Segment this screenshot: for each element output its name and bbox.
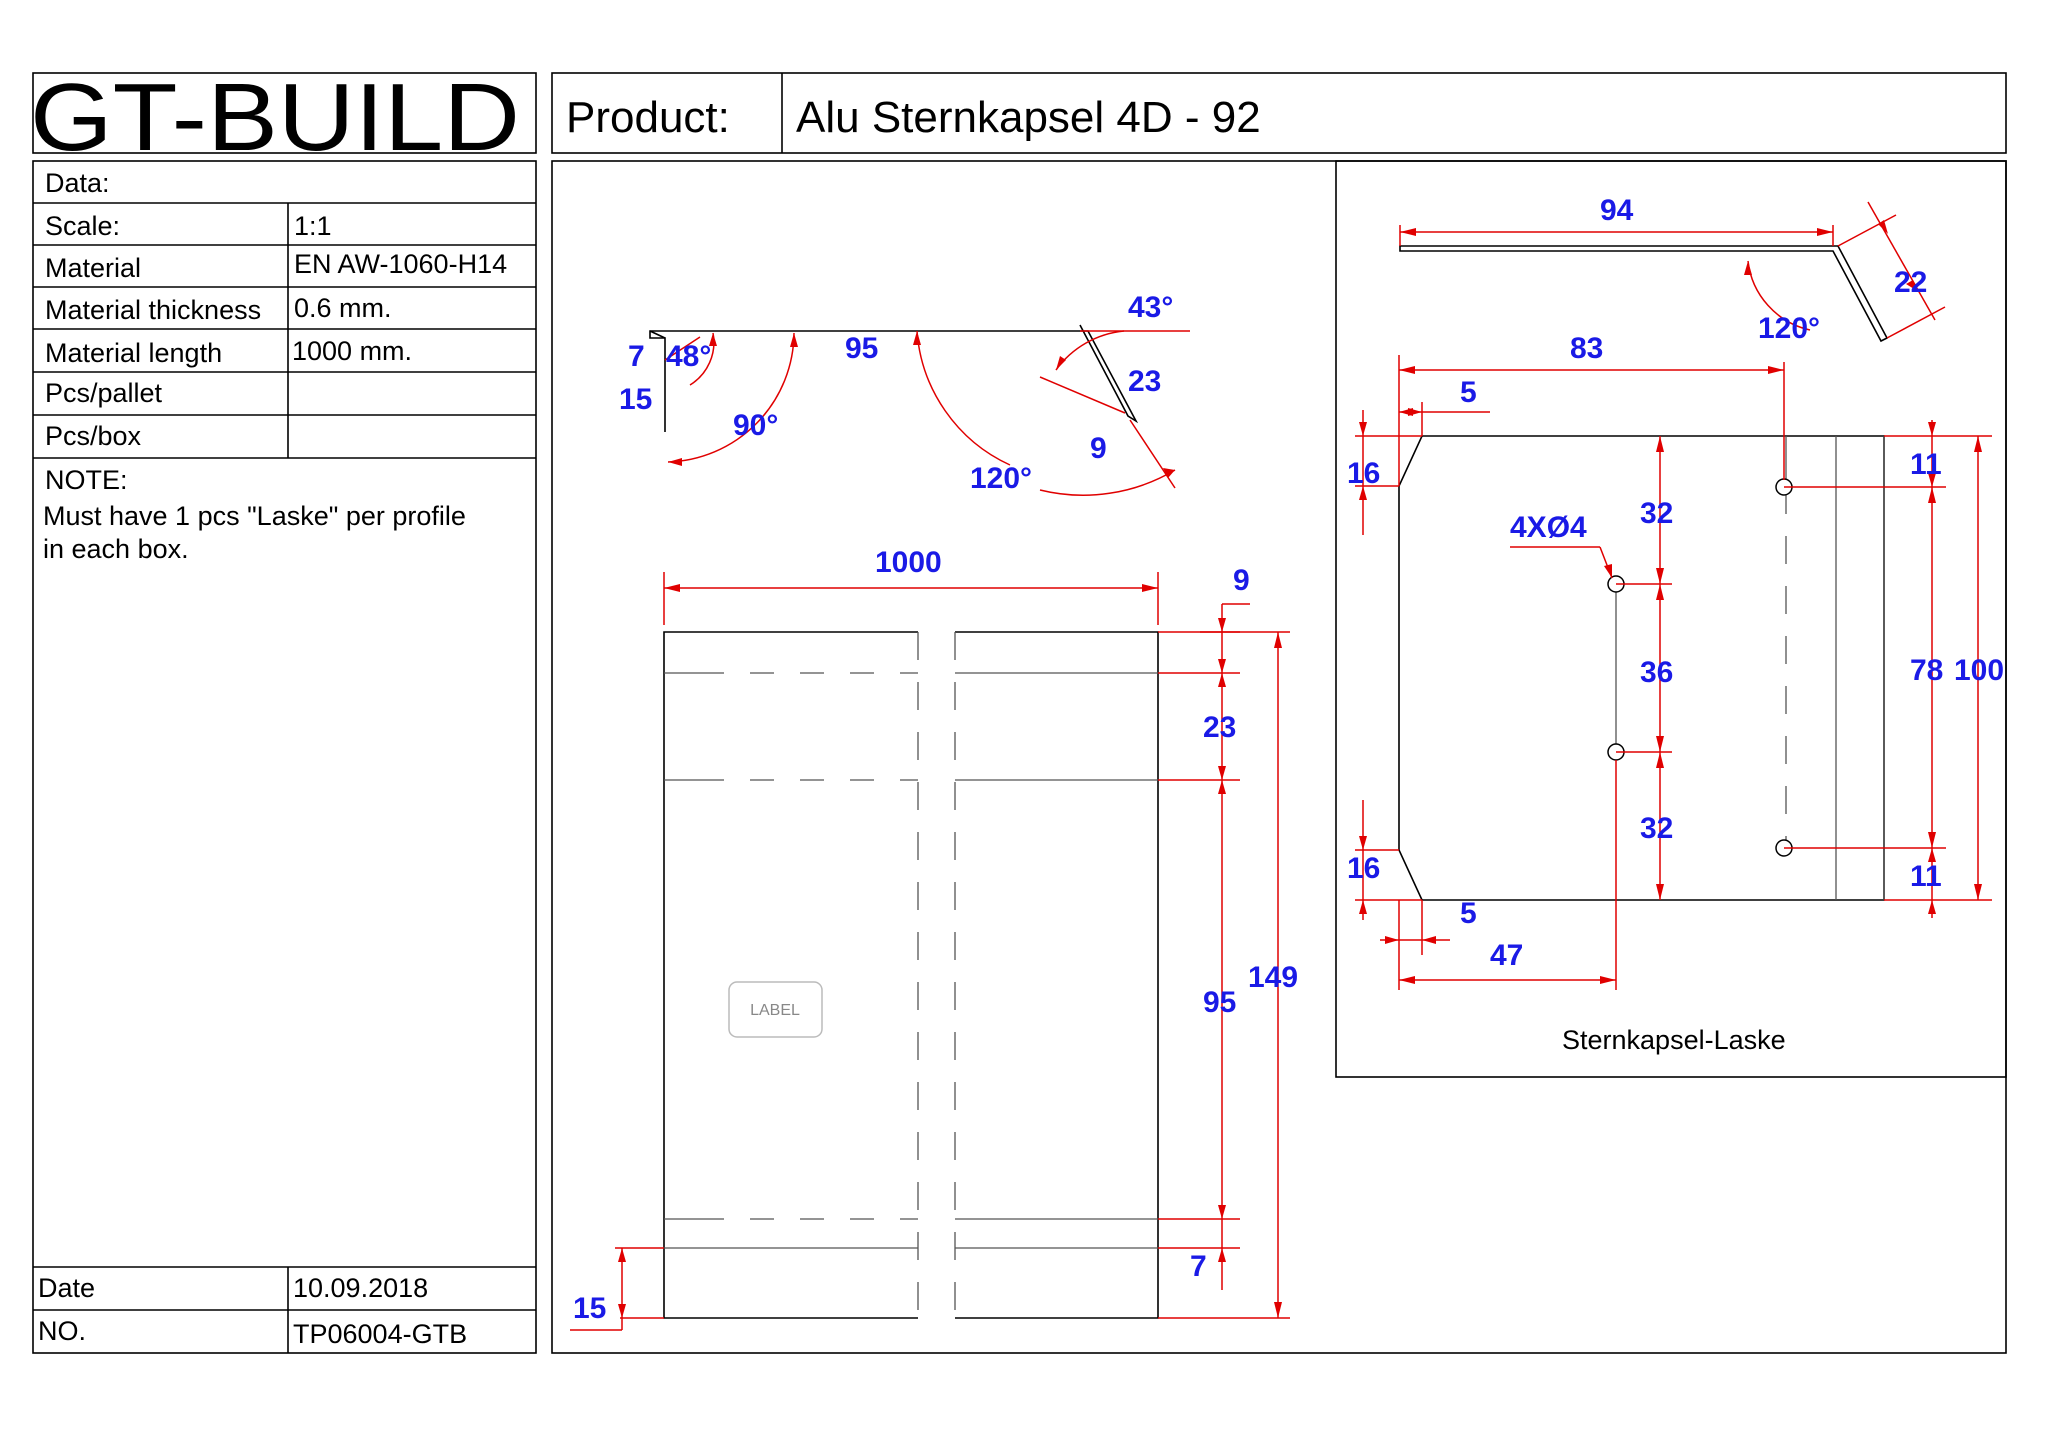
dim-total: 149	[1248, 961, 1298, 994]
dim-hole-x: 47	[1490, 939, 1523, 972]
dim-holes: 4XØ4	[1510, 511, 1587, 544]
dim-edge-bottom: 11	[1910, 860, 1942, 893]
laske-view: 94 22 120° 83 5	[1347, 194, 2004, 1055]
dim-inner-height: 78	[1910, 654, 1943, 687]
product-name: Alu Sternkapsel 4D - 92	[796, 93, 1261, 142]
no-value: TP06004-GTB	[293, 1319, 467, 1349]
dim-face: 95	[1203, 986, 1236, 1019]
scale-label: Scale:	[45, 211, 120, 241]
material-label: Material	[45, 253, 141, 283]
dim-lip-height: 15	[619, 383, 652, 416]
label-box	[728, 981, 823, 1038]
dim-angle-43: 43°	[1128, 291, 1173, 324]
logo: GT-BUILD	[30, 64, 520, 171]
product-label: Product:	[566, 93, 730, 142]
date-label: Date	[38, 1273, 95, 1303]
thickness-value: 0.6 mm.	[294, 293, 392, 323]
dim-total-height: 100	[1954, 654, 2004, 687]
dim-chamfer-top-y: 16	[1347, 457, 1380, 490]
data-label: Data:	[45, 168, 110, 198]
dim-top-hem: 9	[1233, 564, 1250, 597]
date-value: 10.09.2018	[293, 1273, 428, 1303]
pcs-box-label: Pcs/box	[45, 421, 142, 451]
dim-bottom-lip: 15	[573, 1292, 606, 1325]
label-text: LABEL	[750, 1002, 800, 1019]
note-label: NOTE:	[45, 465, 128, 495]
pcs-pallet-label: Pcs/pallet	[45, 378, 163, 408]
length-label: Material length	[45, 338, 222, 368]
laske-frame	[1335, 160, 2007, 1078]
product-header: Product: Alu Sternkapsel 4D - 92	[551, 72, 2007, 154]
dim-width-1000: 1000	[875, 546, 942, 579]
dim-top-width: 95	[845, 332, 878, 365]
profile-section: 7 48° 15 90° 95 120° 43° 23 9	[619, 291, 1190, 496]
length-value: 1000 mm.	[292, 336, 412, 366]
dim-chamfer-bottom-x: 5	[1460, 897, 1477, 930]
dim-chamfer-bottom-y: 16	[1347, 852, 1380, 885]
scale-value: 1:1	[294, 211, 332, 241]
dim-hole-bottom: 32	[1640, 812, 1673, 845]
dim-top-length: 94	[1600, 194, 1634, 227]
dim-lip-top: 7	[628, 340, 645, 373]
laske-caption: Sternkapsel-Laske	[1562, 1025, 1786, 1055]
dim-hole-top: 32	[1640, 497, 1673, 530]
dim-angle-120: 120°	[970, 462, 1032, 495]
dim-lip: 7	[1190, 1250, 1207, 1283]
dim-bend-leg: 22	[1894, 266, 1927, 299]
dim-hole-span: 83	[1570, 332, 1603, 365]
dim-angle-90: 90°	[733, 409, 778, 442]
dim-chamfer-top-x: 5	[1460, 376, 1477, 409]
dim-edge-top: 11	[1910, 448, 1942, 481]
dim-wing: 23	[1203, 711, 1236, 744]
dim-bend-angle: 120°	[1758, 312, 1820, 345]
dim-hem: 9	[1090, 432, 1107, 465]
no-label: NO.	[38, 1316, 86, 1346]
note-line-2: in each box.	[43, 534, 189, 564]
title-block: GT-BUILD Data: Scale: 1:1 Material EN AW…	[30, 64, 537, 1354]
front-view: LABEL 1000	[570, 546, 1298, 1331]
note-line-1: Must have 1 pcs "Laske" per profile	[43, 501, 466, 531]
material-value: EN AW-1060-H14	[294, 249, 507, 279]
thickness-label: Material thickness	[45, 295, 261, 325]
dim-hole-mid: 36	[1640, 656, 1673, 689]
dim-angle-48: 48°	[666, 340, 711, 373]
dim-wing-length: 23	[1128, 365, 1161, 398]
